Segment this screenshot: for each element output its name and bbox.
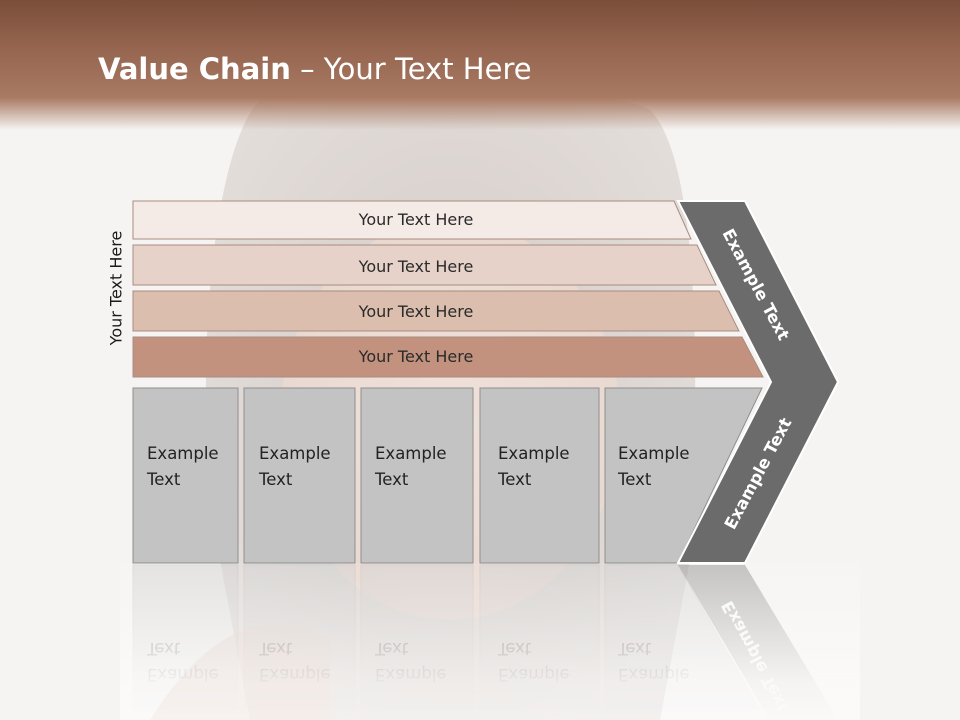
header-band xyxy=(0,0,960,130)
bar-3 xyxy=(132,290,740,332)
bar-2-label: Your Text Here xyxy=(358,257,474,276)
bar-1-label: Your Text Here xyxy=(358,210,474,229)
column-4-line1: Example xyxy=(498,444,570,463)
reflection-group: Example Text Example Text Example Text E… xyxy=(120,563,860,720)
column-4 xyxy=(479,387,600,564)
column-1-line2: Text xyxy=(146,470,181,489)
column-5-line1: Example xyxy=(618,444,690,463)
column-2-line2: Text xyxy=(258,470,293,489)
column-2-line1: Example xyxy=(259,444,331,463)
bars-group: Your Text Here Your Text Here Your Text … xyxy=(132,200,764,378)
chevron-arrow xyxy=(676,200,840,564)
column-4-line2: Text xyxy=(497,470,532,489)
slide-title: Value Chain – Your Text Here xyxy=(98,52,532,86)
bar-2 xyxy=(132,244,717,286)
column-3-line2: Text xyxy=(374,470,409,489)
column-3-line1: Example xyxy=(375,444,447,463)
column-1-line1: Example xyxy=(147,444,219,463)
bar-4 xyxy=(132,336,764,378)
column-2 xyxy=(243,387,356,564)
column-1 xyxy=(132,387,239,564)
bar-1 xyxy=(132,200,692,240)
column-5-line2: Text xyxy=(617,470,652,489)
bar-3-label: Your Text Here xyxy=(358,302,474,321)
title-rest: – Your Text Here xyxy=(290,52,532,86)
title-bold: Value Chain xyxy=(98,52,291,86)
bar-4-label: Your Text Here xyxy=(358,347,474,366)
columns-group: Example Text Example Text Example Text E… xyxy=(132,387,763,564)
column-3 xyxy=(360,387,474,564)
